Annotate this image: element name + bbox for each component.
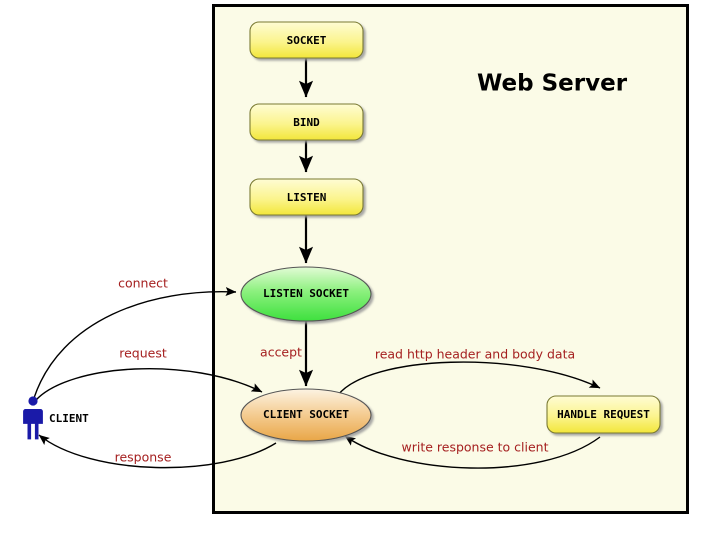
node-label-handle-request: HANDLE REQUEST bbox=[557, 408, 650, 421]
node-listen[interactable]: LISTEN bbox=[249, 178, 364, 216]
edge-label-request: request bbox=[119, 346, 167, 361]
edge-read-http bbox=[337, 361, 601, 396]
edge-label-write-response: write response to client bbox=[401, 440, 548, 455]
client-actor-label: CLIENT bbox=[49, 412, 89, 425]
node-label-client-socket: CLIENT SOCKET bbox=[263, 408, 349, 421]
edge-request bbox=[35, 367, 263, 401]
edge-connect bbox=[33, 287, 237, 399]
edge-response bbox=[38, 434, 277, 469]
person-icon bbox=[23, 396, 43, 440]
node-listen-socket[interactable]: LISTEN SOCKET bbox=[240, 266, 372, 322]
node-label-listen: LISTEN bbox=[287, 191, 327, 204]
node-bind[interactable]: BIND bbox=[249, 103, 364, 141]
node-label-listen-socket: LISTEN SOCKET bbox=[263, 287, 349, 300]
edge-write-response bbox=[344, 435, 601, 469]
node-handle-request[interactable]: HANDLE REQUEST bbox=[546, 395, 661, 434]
node-socket[interactable]: SOCKET bbox=[249, 21, 364, 59]
node-client-socket[interactable]: CLIENT SOCKET bbox=[240, 388, 372, 442]
page-title: Web Server bbox=[477, 71, 628, 97]
edge-label-read-http: read http header and body data bbox=[375, 347, 575, 362]
node-label-bind: BIND bbox=[293, 116, 320, 129]
edge-label-accept: accept bbox=[260, 345, 302, 360]
client-actor[interactable]: CLIENT bbox=[23, 396, 89, 440]
edge-label-response: response bbox=[115, 450, 172, 465]
edge-label-connect: connect bbox=[118, 276, 168, 291]
node-label-socket: SOCKET bbox=[287, 34, 327, 47]
